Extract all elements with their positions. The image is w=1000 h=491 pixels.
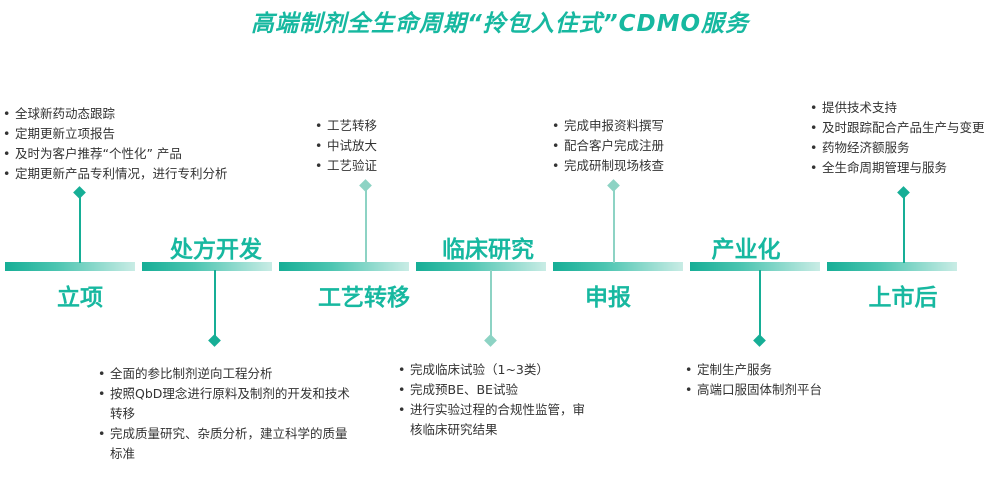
- list-item: 提供技术支持: [810, 98, 998, 118]
- stage-label-shenbao: 申报: [585, 285, 631, 311]
- connector-dot-shenbao: [607, 179, 620, 192]
- list-item: 全生命周期管理与服务: [810, 158, 998, 178]
- list-item: 全面的参比制剂逆向工程分析: [98, 364, 350, 384]
- diagram-title: 高端制剂全生命周期“拎包入住式”CDMO服务: [250, 11, 750, 37]
- list-item: 及时跟踪配合产品生产与变更: [810, 118, 998, 138]
- list-item: 按照QbD理念进行原料及制剂的开发和技术转移: [98, 384, 350, 424]
- list-item: 完成质量研究、杂质分析，建立科学的质量标准: [98, 424, 350, 464]
- connector-lixiang: [79, 195, 81, 263]
- list-item: 中试放大: [315, 136, 435, 156]
- connector-dot-linchuang: [484, 334, 497, 347]
- list-item: 工艺验证: [315, 156, 435, 176]
- stage-label-gongyi: 工艺转移: [318, 285, 410, 311]
- stage-label-chanye: 产业化: [711, 237, 781, 263]
- connector-shangshi: [903, 195, 905, 263]
- list-item: 定期更新产品专利情况，进行专利分析: [3, 164, 263, 184]
- timeline-segment-1: [5, 262, 135, 271]
- stage-label-shangshi: 上市后: [868, 285, 938, 311]
- stage-label-lixiang: 立项: [57, 285, 103, 311]
- list-item: 定制生产服务: [685, 360, 865, 380]
- list-item: 工艺转移: [315, 116, 435, 136]
- list-item: 完成预BE、BE试验: [398, 380, 588, 400]
- list-item: 定期更新立项报告: [3, 124, 263, 144]
- connector-chufang: [214, 270, 216, 340]
- timeline-segment-2: [142, 262, 272, 271]
- connector-shenbao: [613, 185, 615, 263]
- connector-gongyi: [365, 185, 367, 263]
- connector-dot-chufang: [208, 334, 221, 347]
- timeline-segment-4: [416, 262, 546, 271]
- list-item: 完成临床试验（1~3类）: [398, 360, 588, 380]
- stage-label-linchuang: 临床研究: [442, 237, 534, 263]
- connector-dot-lixiang: [73, 186, 86, 199]
- connector-linchuang: [490, 270, 492, 340]
- list-item: 进行实验过程的合规性监管，审核临床研究结果: [398, 400, 588, 440]
- list-item: 药物经济额服务: [810, 138, 998, 158]
- detail-list-shangshi: 提供技术支持 及时跟踪配合产品生产与变更 药物经济额服务 全生命周期管理与服务: [810, 98, 998, 178]
- list-item: 配合客户完成注册: [552, 136, 702, 156]
- list-item: 及时为客户推荐“个性化” 产品: [3, 144, 263, 164]
- timeline-segment-5: [553, 262, 683, 271]
- timeline-segment-6: [690, 262, 820, 271]
- connector-dot-shangshi: [897, 186, 910, 199]
- detail-list-shenbao: 完成申报资料撰写 配合客户完成注册 完成研制现场核查: [552, 116, 702, 176]
- detail-list-gongyi: 工艺转移 中试放大 工艺验证: [315, 116, 435, 176]
- timeline-segment-3: [279, 262, 409, 271]
- detail-list-chufang: 全面的参比制剂逆向工程分析 按照QbD理念进行原料及制剂的开发和技术转移 完成质…: [98, 364, 350, 464]
- detail-list-lixiang: 全球新药动态跟踪 定期更新立项报告 及时为客户推荐“个性化” 产品 定期更新产品…: [3, 104, 263, 184]
- list-item: 完成研制现场核查: [552, 156, 702, 176]
- timeline-segment-7: [827, 262, 957, 271]
- stage-label-chufang: 处方开发: [170, 237, 262, 263]
- connector-dot-chanye: [753, 334, 766, 347]
- list-item: 全球新药动态跟踪: [3, 104, 263, 124]
- detail-list-linchuang: 完成临床试验（1~3类） 完成预BE、BE试验 进行实验过程的合规性监管，审核临…: [398, 360, 588, 440]
- list-item: 高端口服固体制剂平台: [685, 380, 865, 400]
- connector-chanye: [759, 270, 761, 340]
- detail-list-chanye: 定制生产服务 高端口服固体制剂平台: [685, 360, 865, 400]
- list-item: 完成申报资料撰写: [552, 116, 702, 136]
- connector-dot-gongyi: [359, 179, 372, 192]
